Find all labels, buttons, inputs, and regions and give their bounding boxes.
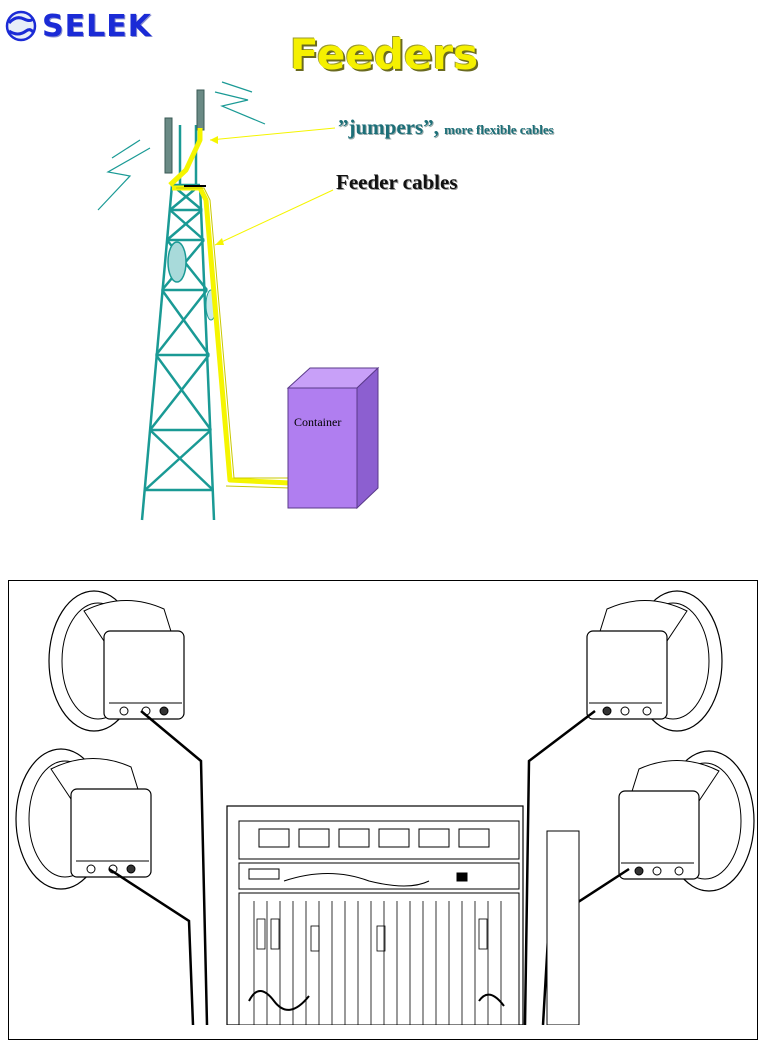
- globe-icon: [5, 10, 37, 42]
- antenna-left: [164, 117, 173, 174]
- tower-structure: [140, 125, 216, 521]
- antenna-right: [196, 89, 205, 131]
- radio-waves: [97, 81, 266, 211]
- rack-cabinet: [226, 805, 580, 1025]
- page-title: Feeders: [289, 30, 479, 79]
- container-box: [286, 366, 380, 510]
- logo: SELEK: [4, 6, 152, 46]
- tower-diagram: [97, 81, 380, 521]
- jumpers-label-main: ”jumpers”,: [338, 115, 439, 139]
- rack-card-slots: [248, 901, 505, 1025]
- equipment-drawing: [15, 590, 755, 1025]
- container-label: Container: [294, 415, 342, 429]
- equipment-figure-frame: [8, 580, 758, 1040]
- radio-unit-top-right: [586, 590, 723, 732]
- jumpers-label: ”jumpers”, more flexible cables: [338, 115, 554, 140]
- radio-unit-top-left: [48, 590, 185, 732]
- dish-left: [167, 241, 187, 283]
- radio-unit-middle-right: [618, 750, 755, 892]
- logo-text: SELEK: [42, 8, 152, 44]
- jumpers-label-note: more flexible cables: [444, 122, 554, 137]
- radio-unit-middle-left: [15, 748, 152, 890]
- feeder-cables-label: Feeder cables: [336, 170, 458, 194]
